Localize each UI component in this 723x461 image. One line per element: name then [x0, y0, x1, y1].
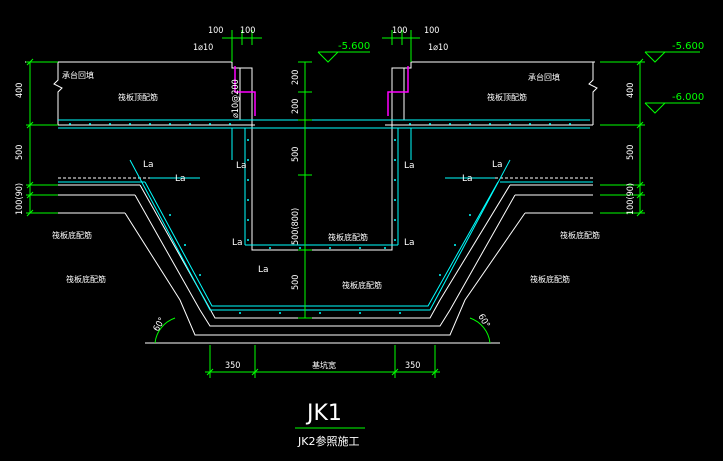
rebar-label-left: 1⌀10 — [193, 43, 213, 53]
pit-rebar-upper: 筏板底配筋 — [328, 232, 368, 242]
level-left-top: -5.600 — [338, 41, 370, 52]
bottom-rebar-right: 筏板底配筋 — [560, 230, 600, 240]
dimension-lines — [26, 30, 700, 429]
dim-top-left-b: 100 — [240, 26, 255, 36]
la-label: La — [232, 238, 243, 248]
la-label: La — [258, 265, 269, 275]
slope-rebar-left: 筏板底配筋 — [66, 274, 106, 284]
angle-right: 60° — [475, 313, 491, 330]
dim-bottom-mid: 基坑宽 — [312, 360, 336, 370]
dim-right-100-90: 100(90) — [626, 183, 636, 215]
bottom-rebar-left: 筏板底配筋 — [52, 230, 92, 240]
top-rebar-left: 筏板顶配筋 — [118, 92, 158, 102]
dim-pit-500: 500 — [291, 147, 301, 162]
la-label: La — [492, 160, 503, 170]
la-label: La — [462, 174, 473, 184]
dim-right-400: 400 — [626, 83, 636, 98]
level-right-second: -6.000 — [672, 92, 704, 103]
dim-right-500: 500 — [626, 145, 636, 160]
dim-top-right-b: 100 — [424, 26, 439, 36]
rebar-label-right: 1⌀10 — [428, 43, 448, 53]
dim-top-left-a: 100 — [208, 26, 223, 36]
dim-bottom-350-right: 350 — [405, 361, 420, 371]
pit-rebar-lower: 筏板底配筋 — [342, 280, 382, 290]
dim-pit-200-second: 200 — [291, 99, 301, 114]
stirrup-label: ⌀10@200 — [231, 79, 241, 118]
dim-pit-500-bottom: 500 — [291, 275, 301, 290]
dim-left-400: 400 — [15, 83, 25, 98]
wall-label-left: 承台回填 — [62, 70, 94, 80]
level-right-top: -5.600 — [672, 41, 704, 52]
rebar-dots — [69, 123, 571, 314]
la-label: La — [143, 160, 154, 170]
angle-arcs — [154, 317, 491, 344]
top-rebar-right: 筏板顶配筋 — [487, 92, 527, 102]
dimension-ticks — [26, 58, 644, 376]
la-label: La — [404, 238, 415, 248]
drawing-title: JK1 — [305, 401, 342, 426]
dim-left-100-90: 100(90) — [15, 183, 25, 215]
dim-bottom-350-left: 350 — [225, 361, 240, 371]
dim-left-500: 500 — [15, 145, 25, 160]
concrete-outline — [25, 61, 598, 344]
hook-rebar — [234, 66, 409, 116]
slope-rebar-right: 筏板底配筋 — [530, 274, 570, 284]
dim-pit-500-800: 500(800) — [291, 208, 301, 245]
dim-pit-200-top: 200 — [291, 70, 301, 85]
la-label: La — [236, 161, 247, 171]
drawing-subtitle: JK2参照施工 — [297, 434, 359, 448]
dim-top-right-a: 100 — [392, 26, 407, 36]
la-label: La — [175, 174, 186, 184]
wall-label-right: 承台回填 — [528, 72, 560, 82]
la-label: La — [404, 161, 415, 171]
rebar-lines — [58, 119, 593, 311]
angle-left: 60° — [152, 316, 168, 333]
